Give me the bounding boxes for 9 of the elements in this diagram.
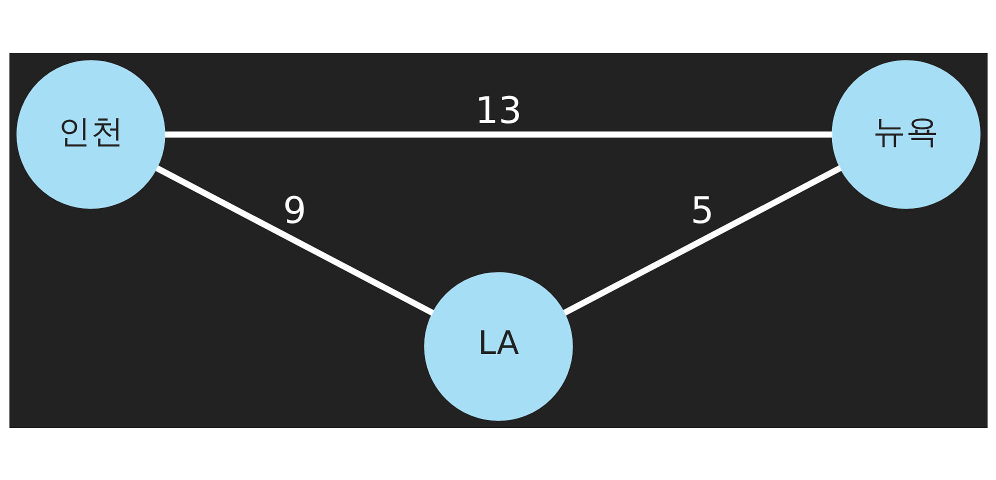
node-circle: LA [424, 272, 572, 420]
edge-label: 13 [474, 88, 522, 132]
connector [154, 164, 434, 316]
edge-label: 9 [282, 188, 306, 232]
node-circle: 뉴욕 [831, 60, 980, 208]
connector [164, 130, 832, 138]
node-circle: 인천 [16, 60, 165, 208]
connector [562, 164, 842, 316]
edge-label: 5 [690, 188, 714, 232]
